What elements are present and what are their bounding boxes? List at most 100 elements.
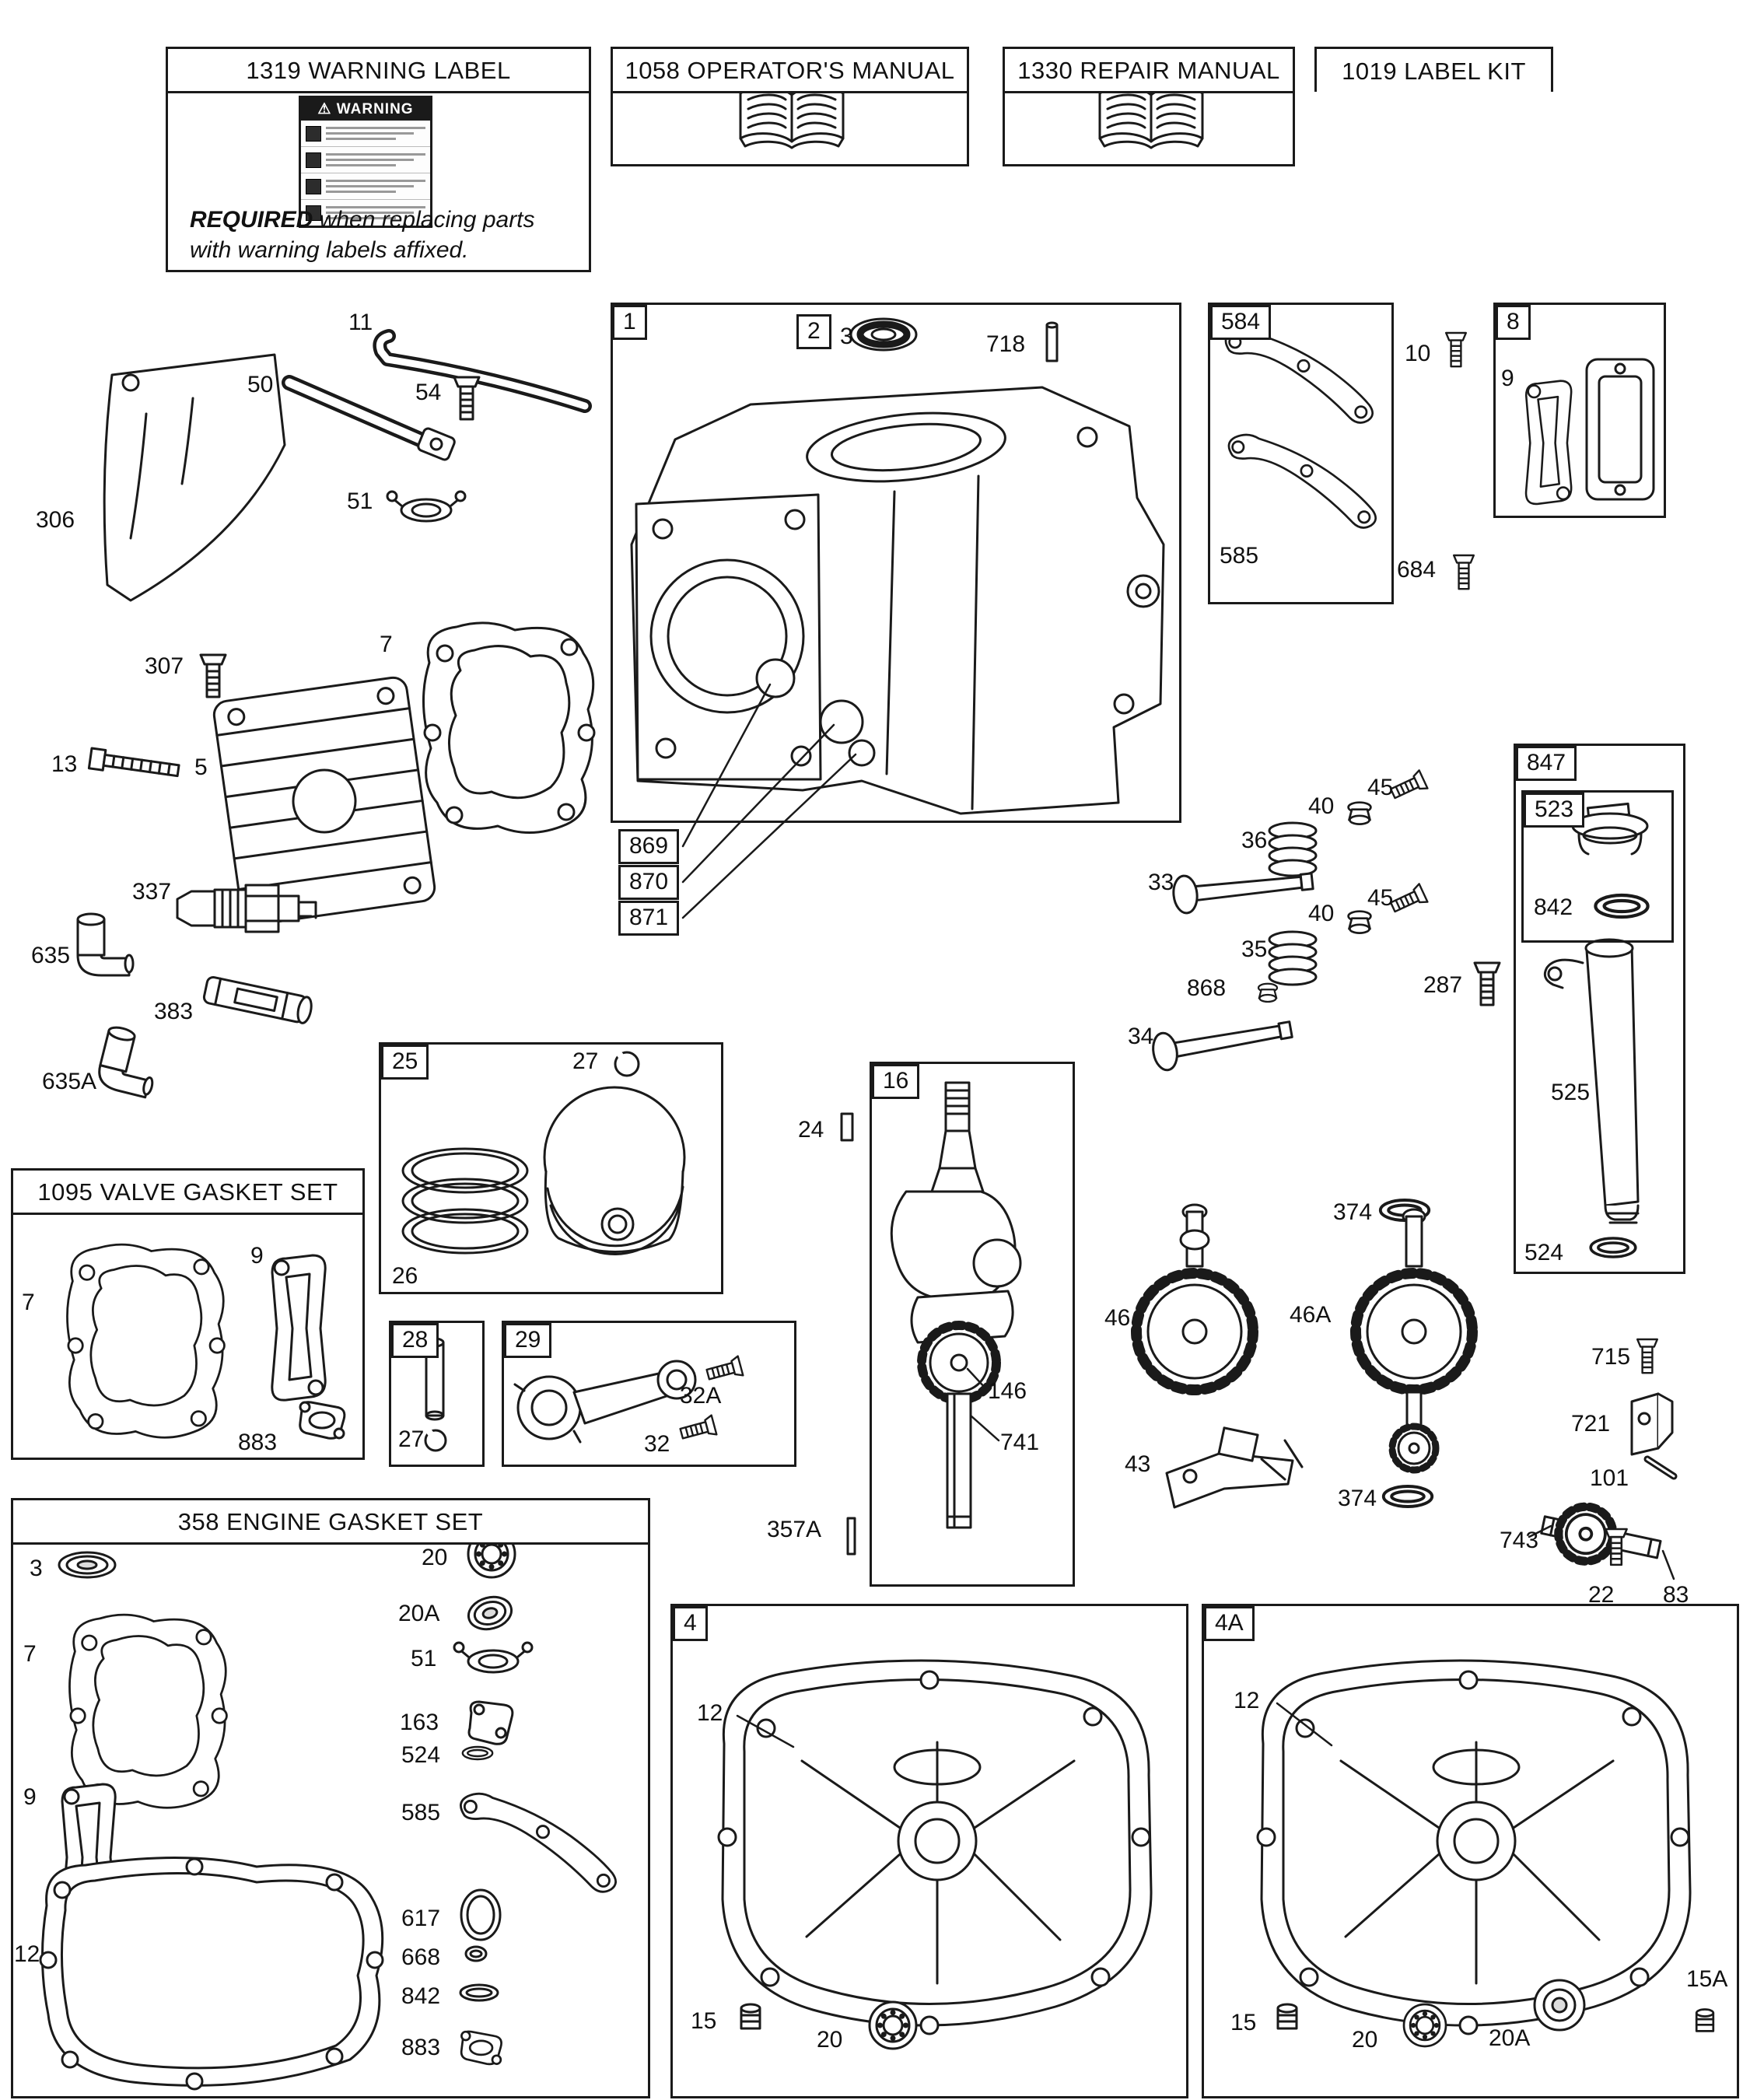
crankshaft-group-box: [870, 1062, 1075, 1587]
governor-43-drawing: [1165, 1426, 1304, 1509]
clamp-51-drawing: [386, 490, 467, 523]
callout-287: 287: [1423, 972, 1463, 998]
screw-684-drawing: [1452, 554, 1475, 590]
group-tag-584: 584: [1210, 305, 1272, 340]
fine-print-lines: [326, 124, 425, 143]
callout-27-piston: 27: [572, 1048, 599, 1074]
callout-3-bearing: 3: [840, 324, 853, 349]
callout-10: 10: [1405, 341, 1431, 366]
warning-triangle-icon: ⚠: [317, 101, 332, 117]
callout-585-egs: 585: [401, 1800, 441, 1825]
exhaust-gasket-drawing: [1524, 358, 1655, 506]
valve-retainer-bottom-drawing: [1347, 910, 1372, 934]
crank-key-357a-drawing: [846, 1517, 856, 1556]
screw-715-drawing: [1636, 1338, 1659, 1374]
bracket-721-drawing: [1630, 1392, 1674, 1456]
callout-357a: 357A: [767, 1517, 822, 1542]
warning-required-note: REQUIRED when replacing parts with warni…: [190, 207, 535, 263]
callout-741: 741: [1000, 1430, 1040, 1455]
valve-spring-35-drawing: [1268, 930, 1318, 986]
head-gasket-drawing: [422, 621, 596, 835]
gasket-584-group-box: [1208, 303, 1394, 604]
repair-manual-section: 1330 REPAIR MANUAL: [1003, 47, 1295, 166]
label-kit-section: 1019 LABEL KIT: [1314, 47, 1553, 92]
group-tag-870: 870: [618, 865, 680, 900]
callout-585: 585: [1220, 543, 1259, 569]
callout-715: 715: [1591, 1344, 1631, 1370]
piston-rings-drawing: [401, 1147, 529, 1255]
pictogram-icon: [306, 178, 321, 194]
callout-7-head: 7: [380, 632, 393, 657]
spark-plug-drawing: [176, 884, 317, 933]
sump-group-box: [670, 1604, 1188, 2098]
operators-manual-title: 1058 OPERATOR'S MANUAL: [613, 49, 967, 93]
connecting-rod-group-box: [502, 1321, 796, 1467]
callout-12-sump: 12: [697, 1700, 723, 1726]
group-tag-871: 871: [618, 901, 680, 936]
callout-20-sump-4a: 20: [1352, 2027, 1378, 2053]
group-tag-523: 523: [1524, 793, 1585, 828]
callout-27-pin: 27: [398, 1426, 425, 1452]
bolt-287-drawing: [1473, 961, 1501, 1006]
callout-20-sump: 20: [817, 2027, 843, 2053]
egs-sump-gasket-drawing: [39, 1856, 384, 2091]
leader-lines: [681, 683, 1675, 1748]
callout-842-tube: 842: [1534, 894, 1573, 920]
egs-seal-668-drawing: [464, 1945, 488, 1962]
label-kit-title: 1019 LABEL KIT: [1317, 49, 1551, 92]
callout-146: 146: [988, 1378, 1027, 1404]
elbow-635a-drawing: [94, 1024, 166, 1100]
group-tag-4: 4: [673, 1606, 708, 1641]
callout-868: 868: [1187, 975, 1227, 1001]
fine-print-lines: [326, 177, 425, 196]
piston-drawing: [543, 1086, 686, 1256]
piston-group-box: [379, 1042, 723, 1294]
callout-51-egs: 51: [411, 1646, 437, 1671]
callout-721: 721: [1571, 1411, 1611, 1437]
warning-label-title: 1319 WARNING LABEL: [168, 49, 589, 93]
callout-307: 307: [145, 653, 184, 679]
washer-374-bottom-drawing: [1381, 1485, 1434, 1508]
group-tag-847: 847: [1516, 746, 1577, 781]
group-tag-869: 869: [618, 829, 680, 864]
callout-83: 83: [1663, 1582, 1689, 1608]
callout-883-egs: 883: [401, 2035, 441, 2060]
pictogram-icon: [306, 125, 321, 142]
crank-key-24-drawing: [840, 1112, 854, 1142]
callout-718: 718: [986, 331, 1026, 357]
sump-seal-20a-drawing: [1533, 1979, 1586, 2032]
callout-51: 51: [347, 488, 373, 514]
breather-tube-drawing: [202, 975, 313, 1024]
screw-54-drawing: [453, 376, 481, 421]
connecting-rod-drawing: [513, 1360, 697, 1444]
crankshaft-drawing: [890, 1081, 1022, 1529]
screw-307-drawing: [199, 653, 227, 698]
callout-524-egs: 524: [401, 1742, 441, 1768]
callout-32a: 32A: [680, 1383, 722, 1409]
valve-cap-bottom-drawing: [1388, 883, 1429, 918]
bolt-13-drawing: [87, 747, 180, 778]
callout-13: 13: [51, 751, 78, 777]
heat-shield-drawing: [103, 353, 286, 602]
group-tag-8: 8: [1496, 305, 1531, 340]
callout-617: 617: [401, 1906, 441, 1931]
valve-gasket-set-title: 1095 VALVE GASKET SET: [13, 1171, 362, 1215]
fine-print-lines: [326, 203, 425, 222]
gear-shaft-743-drawing: [1540, 1498, 1662, 1576]
valve-gasket-set-box: 1095 VALVE GASKET SET: [11, 1168, 365, 1460]
callout-12-sump-4a: 12: [1234, 1688, 1260, 1713]
callout-12-egs: 12: [14, 1941, 40, 1967]
operators-manual-section: 1058 OPERATOR'S MANUAL: [611, 47, 969, 166]
callout-525: 525: [1551, 1080, 1591, 1105]
egs-oring-617-drawing: [460, 1888, 502, 1941]
callout-7-egs: 7: [23, 1641, 37, 1667]
callout-9-egs: 9: [23, 1784, 37, 1810]
callout-36: 36: [1241, 828, 1268, 853]
fine-print-lines: [326, 150, 425, 170]
oil-dipstick-tube-drawing: [1543, 938, 1640, 1224]
warning-label-section: 1319 WARNING LABEL ⚠ WARNING REQUIRED wh…: [166, 47, 591, 272]
callout-45-top: 45: [1367, 775, 1394, 800]
valve-retainer-top-drawing: [1347, 801, 1372, 825]
callout-33: 33: [1148, 870, 1174, 895]
